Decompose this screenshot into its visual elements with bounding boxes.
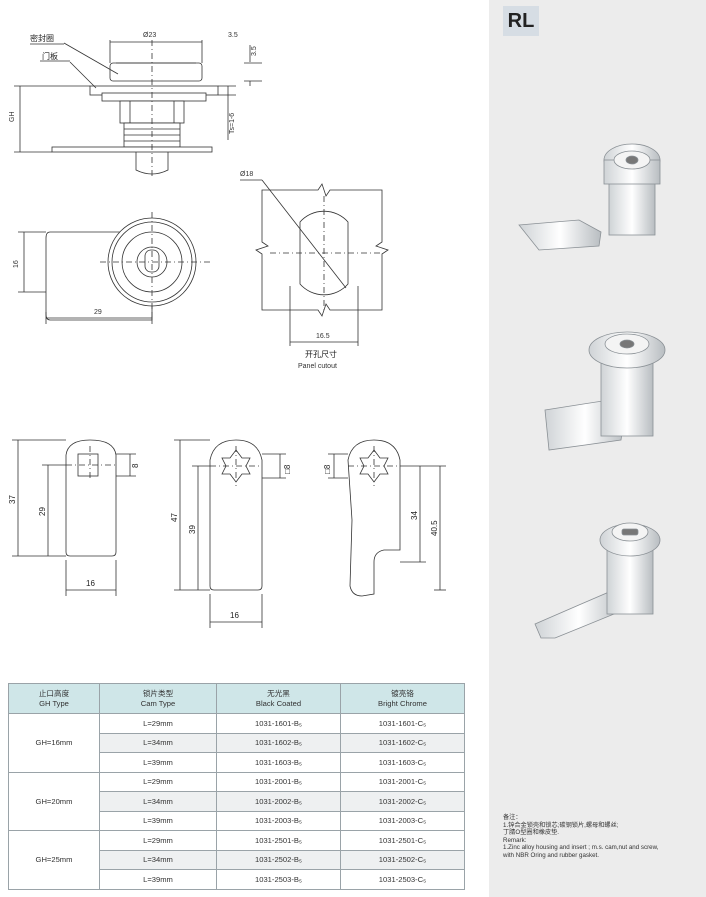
chrome-cell: 1031-2001-C₅ (340, 771, 465, 792)
remarks-line1-en: 1.Zinc alloy housing and insert ; m.s. c… (503, 844, 659, 852)
cam-cell: L=39mm (99, 869, 217, 890)
table-row: GH=16mm L=29mm 1031-1601-B₅ 1031-1601-C₅ (8, 713, 465, 773)
gh-label: GH (9, 112, 16, 123)
table-row: GH=20mm L=29mm 1031-2001-B₅ 1031-2001-C₅ (8, 771, 465, 831)
table-row: L=34mm 1031-2502-B₅ 1031-2502-C₅ (9, 849, 465, 870)
cam-1 (65, 439, 117, 557)
dim-cam3-square: □8 (323, 464, 332, 474)
remarks-line1-cn: 1.锌合金锁壳和锁芯;碳钢锁片,螺母和螺丝; (503, 821, 619, 829)
cam-cell: L=29mm (99, 771, 217, 792)
lock-side-view (51, 40, 219, 176)
dim-diameter-top: Ø23 (143, 32, 156, 39)
black-cell: 1031-2503-B₅ (216, 869, 341, 890)
remarks-line2-cn: 丁腈O型圈和橡皮垫. (503, 829, 560, 837)
chrome-cell: 1031-2502-C₅ (340, 849, 465, 870)
table-row: L=34mm 1031-1602-B₅ 1031-1602-C₅ (9, 732, 465, 753)
cam-cell: L=39mm (99, 810, 217, 831)
dim-cam2-width: 16 (230, 611, 239, 620)
cam-3 (347, 439, 401, 597)
panel-cutout (240, 179, 389, 317)
gh-cell: GH=20mm (8, 771, 100, 831)
dim-gap-top: 3.5 (228, 32, 238, 39)
chrome-cell: 1031-2002-C₅ (340, 791, 465, 812)
gh-cell: GH=25mm (8, 830, 100, 890)
dim-cam1-width: 16 (86, 579, 95, 588)
dim-cam1-square: 8 (131, 463, 140, 468)
remarks-line2-en: with NBR Oring and rubber gasket. (503, 851, 599, 859)
cam-cell: L=29mm (99, 830, 217, 851)
dim-body-length: 29 (94, 309, 102, 316)
black-cell: 1031-1603-B₅ (216, 752, 341, 773)
table-row: GH=25mm L=29mm 1031-2501-B₅ 1031-2501-C₅ (8, 830, 465, 890)
black-cell: 1031-2003-B₅ (216, 810, 341, 831)
remarks-title-cn: 备注： (503, 814, 522, 821)
product-photo-1 (518, 143, 661, 251)
product-photo-3 (534, 522, 661, 639)
chrome-cell: 1031-1603-C₅ (340, 752, 465, 773)
table-row: L=39mm 1031-2003-B₅ 1031-2003-C₅ (9, 810, 465, 831)
dim-cutout-diameter: Ø18 (240, 171, 253, 178)
black-cell: 1031-2502-B₅ (216, 849, 341, 870)
panel-label: 门板 (42, 51, 58, 61)
black-cell: 1031-2002-B₅ (216, 791, 341, 812)
black-cell: 1031-2001-B₅ (216, 771, 341, 792)
remarks: 备注： 1.锌合金锁壳和锁芯;碳钢锁片,螺母和螺丝; 丁腈O型圈和橡皮垫. Re… (503, 814, 699, 860)
seal-label: 密封圈 (30, 33, 54, 43)
chrome-cell: 1031-2003-C₅ (340, 810, 465, 831)
thickness-label: Ts=1-6 (229, 113, 236, 134)
dim-height-top: 3.5 (251, 46, 258, 56)
cutout-caption-en: Panel cutout (298, 363, 337, 370)
cam-cell: L=39mm (99, 752, 217, 773)
dim-cam2-height: 47 (170, 513, 179, 522)
dim-cam1-hole-dist: 29 (38, 507, 47, 516)
cam-cell: L=34mm (99, 732, 217, 753)
dim-cam2-square: □8 (283, 464, 292, 474)
dim-cam1-height: 37 (8, 495, 17, 504)
black-cell: 1031-1601-B₅ (216, 713, 341, 734)
dim-cam3-hole-dist: 34 (410, 511, 419, 520)
table-row: L=34mm 1031-2002-B₅ 1031-2002-C₅ (9, 791, 465, 812)
remarks-title-en: Remark: (503, 836, 527, 844)
lock-front-view (45, 212, 210, 321)
dim-cutout-flat: 16.5 (316, 333, 330, 340)
chrome-cell: 1031-1602-C₅ (340, 732, 465, 753)
black-cell: 1031-2501-B₅ (216, 830, 341, 851)
chrome-cell: 1031-1601-C₅ (340, 713, 465, 734)
gh-cell: GH=16mm (8, 713, 100, 773)
chrome-cell: 1031-2501-C₅ (340, 830, 465, 851)
table-row: L=39mm 1031-2503-B₅ 1031-2503-C₅ (9, 869, 465, 890)
technical-drawing: 密封圈 门板 Ø23 3.5 3.5 GH Ts=1-6 16 29 Ø18 1… (8, 32, 446, 628)
cam-2 (209, 439, 263, 591)
series-badge: RL (503, 6, 539, 36)
dim-cam2-hole-dist: 39 (188, 525, 197, 534)
product-photo-2 (544, 331, 666, 451)
dim-body-height: 16 (13, 260, 20, 268)
cutout-caption-cn: 开孔尺寸 (305, 349, 337, 359)
dim-cam3-height: 40.5 (430, 520, 439, 536)
cam-cell: L=29mm (99, 713, 217, 734)
chrome-cell: 1031-2503-C₅ (340, 869, 465, 890)
cam-cell: L=34mm (99, 791, 217, 812)
black-cell: 1031-1602-B₅ (216, 732, 341, 753)
cam-cell: L=34mm (99, 849, 217, 870)
product-photo-panel (489, 0, 706, 897)
product-illustrations (518, 143, 666, 639)
